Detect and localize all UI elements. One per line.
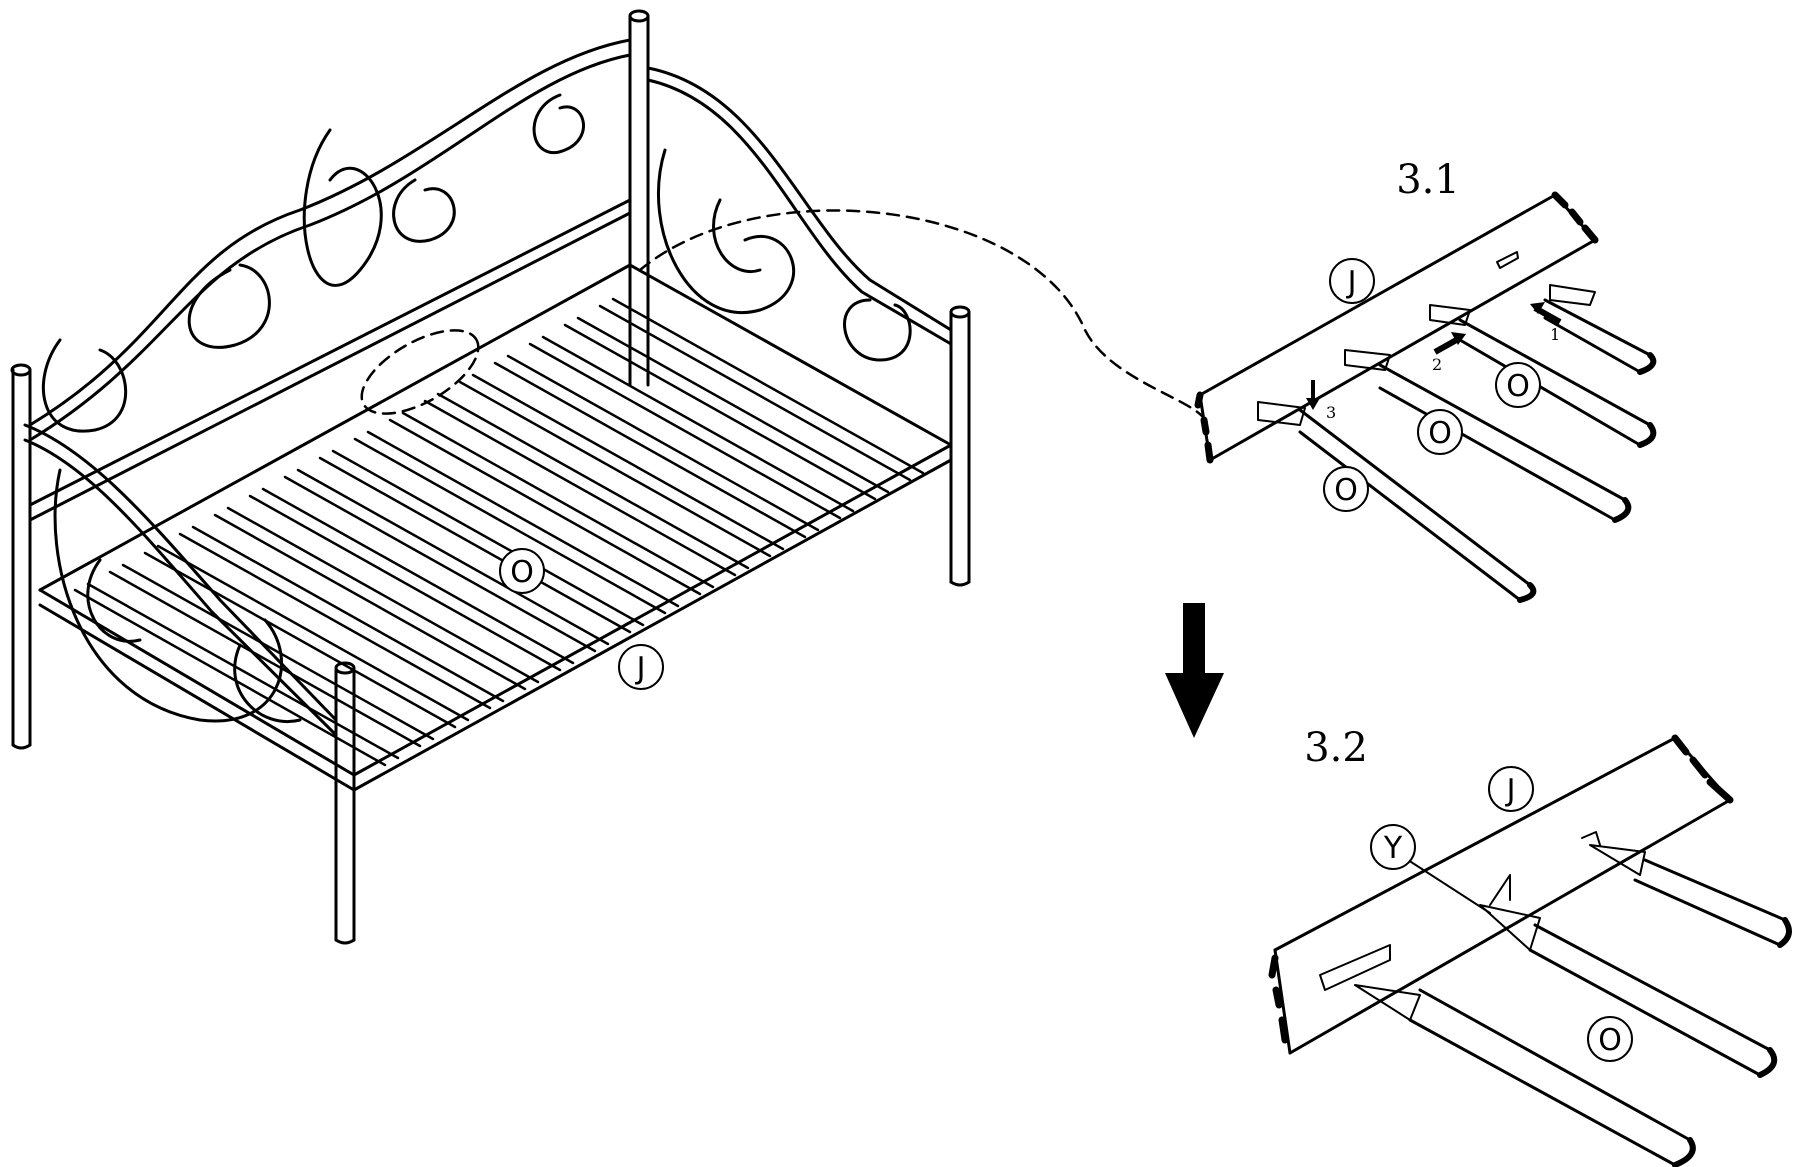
side-rail-j <box>38 263 953 792</box>
step-3-1-detail <box>1194 191 1657 603</box>
svg-text:J: J <box>1505 773 1516 808</box>
step-label-3-1: 3.1 <box>1396 157 1460 203</box>
back-panel <box>28 38 632 522</box>
svg-text:3: 3 <box>1326 403 1336 422</box>
svg-text:J: J <box>1346 265 1357 300</box>
callout-slat-main: O <box>499 548 545 594</box>
rail-j-detail-2 <box>1268 734 1734 1055</box>
daybed-illustration <box>10 9 1207 945</box>
svg-text:J: J <box>635 651 646 686</box>
arrow-step-2: 2 <box>1432 332 1466 374</box>
slat-b-detail-2 <box>1479 874 1778 1078</box>
callout-rail-3-2: J <box>1488 766 1534 812</box>
svg-text:O: O <box>1506 369 1530 404</box>
slat-a-detail-2 <box>1581 831 1792 948</box>
slat-4-detail <box>1257 401 1537 603</box>
svg-text:O: O <box>1428 416 1452 451</box>
right-arm-panel <box>646 66 953 362</box>
svg-text:2: 2 <box>1432 355 1442 374</box>
callout-rail-3-1: J <box>1329 258 1375 304</box>
callout-slat-3-1-a: O <box>1495 362 1541 408</box>
svg-text:Y: Y <box>1383 831 1403 866</box>
detail-circle <box>360 329 480 415</box>
down-arrow <box>1165 603 1224 738</box>
step-label-3-2: 3.2 <box>1304 725 1368 771</box>
arrow-step-1: 1 <box>1530 302 1562 344</box>
slat-3-detail <box>1344 349 1632 523</box>
slat-c-detail-2 <box>1319 944 1696 1167</box>
fastener-leader-line <box>1407 859 1491 914</box>
front-post-left <box>334 661 356 945</box>
slat-1-detail <box>1543 284 1657 375</box>
back-post-left <box>10 363 32 750</box>
svg-text:1: 1 <box>1550 325 1560 344</box>
callout-slat-3-1-c: O <box>1323 466 1369 512</box>
callout-slat-3-1-b: O <box>1417 409 1463 455</box>
detail-leader-line <box>638 209 1207 422</box>
slat-2-detail <box>1429 304 1657 448</box>
svg-text:O: O <box>1334 473 1358 508</box>
callout-slat-3-2: O <box>1587 1016 1633 1062</box>
svg-text:O: O <box>510 555 534 590</box>
callout-fastener-y: Y <box>1370 824 1416 870</box>
arrow-step-3: 3 <box>1306 380 1336 422</box>
rail-j-detail <box>1194 191 1599 464</box>
callout-rail-main: J <box>618 644 664 690</box>
slat-set-o <box>73 297 925 767</box>
step-3-2-detail <box>1268 734 1792 1167</box>
back-post-right <box>949 305 971 587</box>
svg-text:O: O <box>1598 1023 1622 1058</box>
